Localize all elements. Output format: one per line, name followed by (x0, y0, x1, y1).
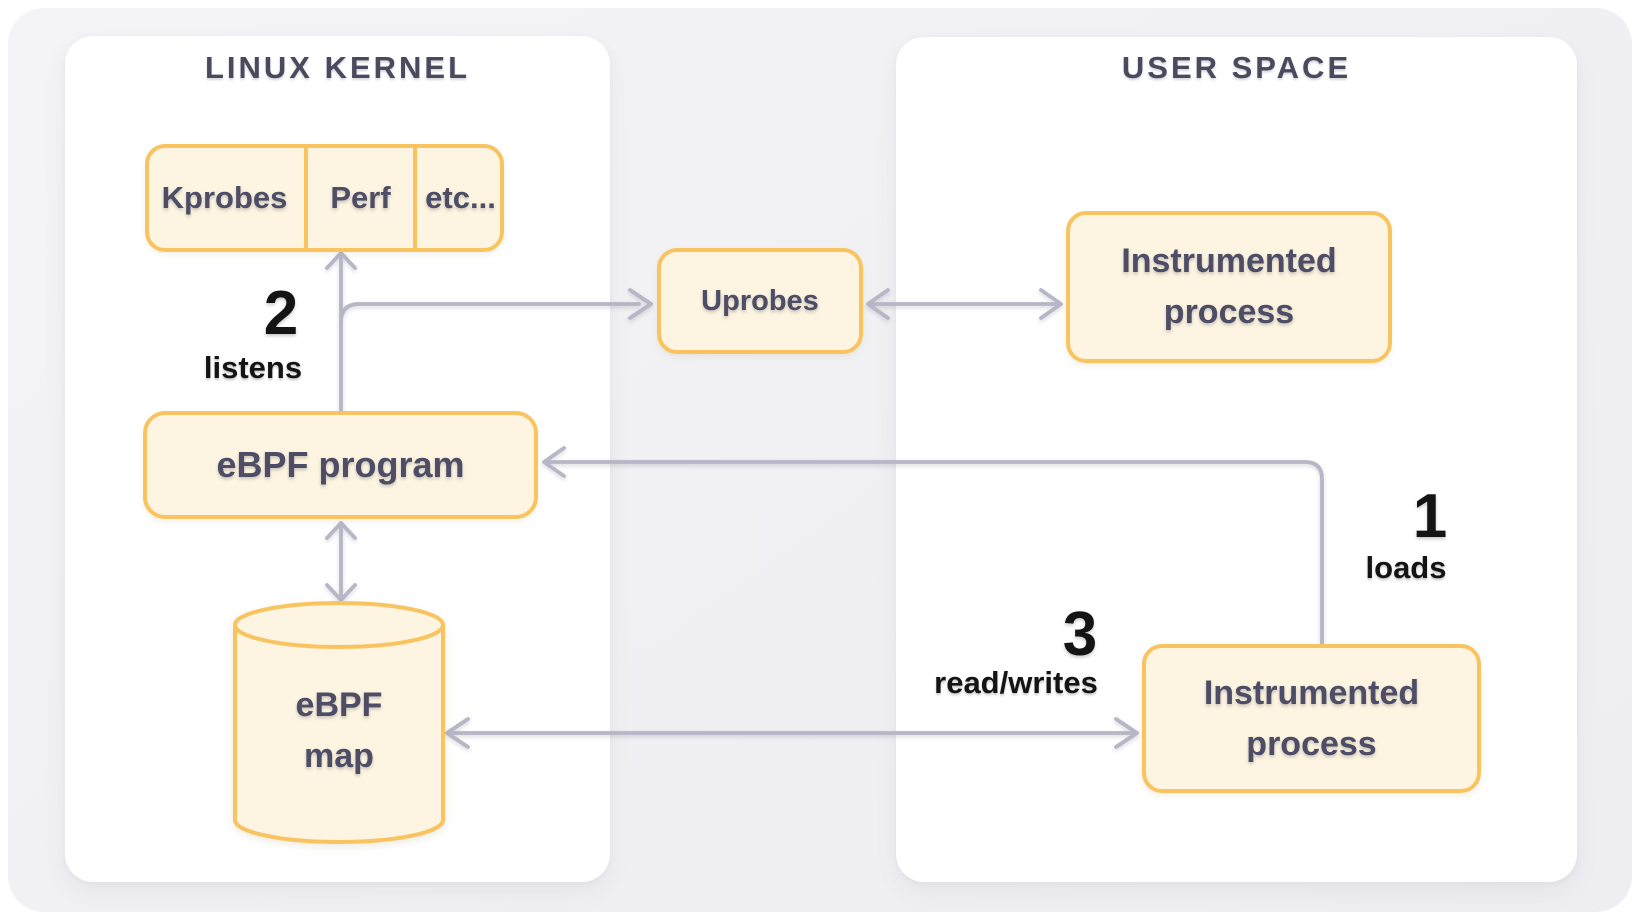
step-3-label: read/writes (934, 665, 1098, 700)
node-instrumented-process-bottom: Instrumented process (1142, 644, 1481, 793)
linux-kernel-title: LINUX KERNEL (204, 50, 471, 85)
cell-kprobes: Kprobes (161, 180, 288, 215)
user-space-title: USER SPACE (1121, 50, 1352, 85)
database-cylinder-icon (233, 601, 445, 844)
cell-perf: Perf (304, 148, 413, 248)
node-uprobes: Uprobes (657, 248, 863, 354)
uprobes-label: Uprobes (701, 284, 819, 317)
node-ebpf-map: eBPF map (235, 680, 443, 782)
step-3-number: 3 (1062, 600, 1098, 669)
ebpf-program-label: eBPF program (216, 444, 465, 485)
step-1-number: 1 (1412, 482, 1448, 551)
instrumented-process-top-label: Instrumented process (1121, 242, 1337, 331)
cell-etc: etc... (413, 148, 504, 248)
node-ebpf-program: eBPF program (143, 411, 538, 519)
node-probe-sources: Kprobes Perf etc... (145, 144, 504, 252)
step-2-number: 2 (263, 279, 299, 348)
step-2-label: listens (203, 350, 303, 385)
instrumented-process-bottom-label: Instrumented process (1203, 673, 1420, 763)
cylinder-body (233, 625, 445, 844)
cylinder-top (233, 601, 445, 649)
node-instrumented-process-top: Instrumented process (1066, 211, 1392, 363)
step-1-label: loads (1365, 550, 1447, 585)
ebpf-map-label-line1: eBPF (295, 686, 383, 724)
ebpf-map-label-line2: map (304, 737, 374, 775)
